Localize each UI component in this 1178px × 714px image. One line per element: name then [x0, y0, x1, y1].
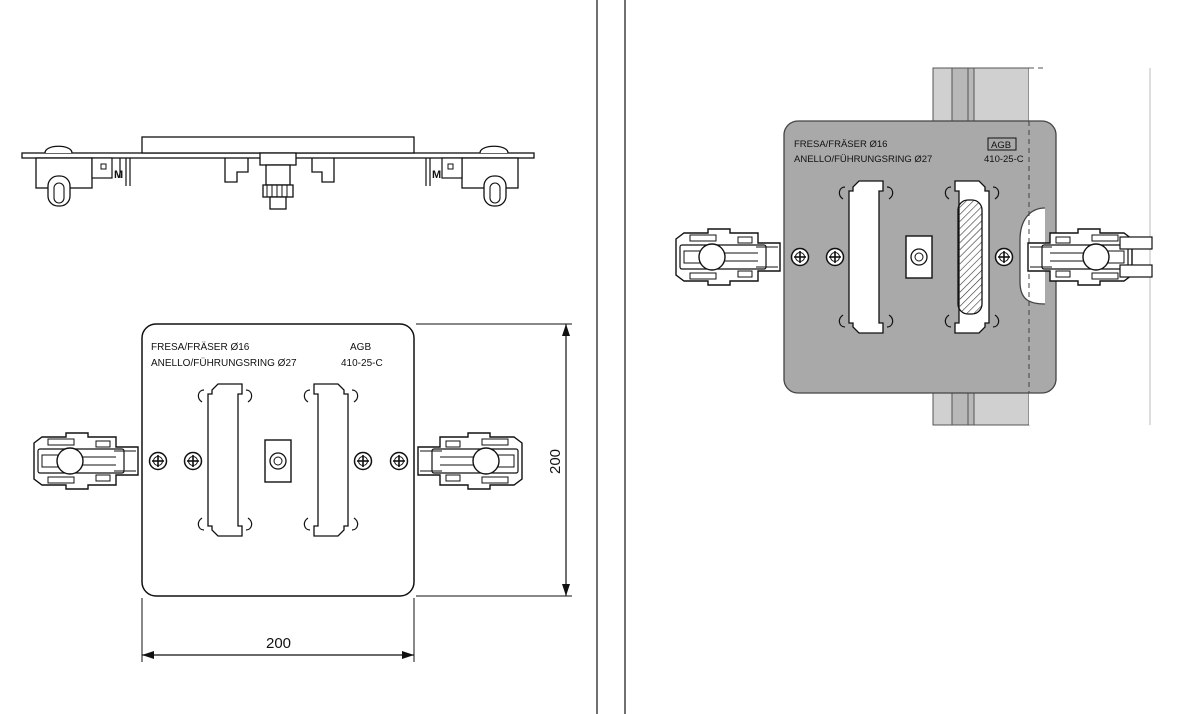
dimension-height: 200: [547, 449, 564, 474]
plate-text-line2: ANELLO/FÜHRUNGSRING Ø27: [151, 357, 297, 369]
screw-icon: [790, 247, 810, 267]
plate-brand: AGB: [350, 342, 371, 353]
router-bit-hatched: [957, 199, 983, 315]
side-marker-right: M: [432, 169, 441, 181]
dimension-width: 200: [266, 635, 291, 652]
installed-left-clamp: [675, 228, 781, 286]
right-clamp: [417, 432, 523, 490]
screw-icon: [183, 451, 203, 471]
top-view: FRESA/FRÄSER Ø16 ANELLO/FÜHRUNGSRING Ø27…: [33, 323, 572, 662]
screw-icon: [148, 451, 168, 471]
screw-icon: [994, 247, 1014, 267]
installed-plate-text-line2: ANELLO/FÜHRUNGSRING Ø27: [794, 154, 932, 165]
screw-icon: [389, 451, 409, 471]
center-bushing: [264, 439, 292, 483]
installed-plate-code: 410-25-C: [984, 154, 1024, 165]
installed-plate-text-line1: FRESA/FRÄSER Ø16: [794, 139, 887, 150]
left-clamp: [33, 432, 139, 490]
installed-view: FRESA/FRÄSER Ø16 ANELLO/FÜHRUNGSRING Ø27…: [675, 67, 1153, 426]
installed-plate-brand: AGB: [991, 140, 1011, 151]
screw-icon: [353, 451, 373, 471]
side-view: M M: [21, 136, 535, 210]
screw-icon: [825, 247, 845, 267]
side-marker-left: M: [114, 169, 123, 181]
plate-text-line1: FRESA/FRÄSER Ø16: [151, 341, 250, 353]
plate-code: 410-25-C: [341, 358, 383, 369]
